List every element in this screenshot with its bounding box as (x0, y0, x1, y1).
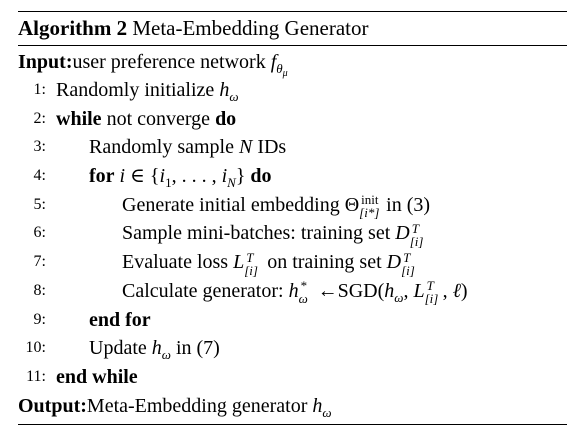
line-text: Evaluate loss (122, 251, 229, 274)
line-text: in (7) (175, 337, 220, 360)
line-text: IDs (257, 136, 287, 159)
bottom-rule (18, 423, 567, 425)
math-h: h (151, 337, 162, 360)
line-number: 6: (33, 224, 46, 242)
line-text: Randomly initialize (56, 79, 215, 101)
math-D-scripts: T[i] (409, 220, 424, 249)
math-i: i (119, 165, 126, 188)
line-number: 9: (33, 310, 46, 328)
keyword-while: while (56, 107, 102, 130)
math-h: h (219, 79, 230, 101)
input-symbol: f (270, 51, 277, 73)
line-number: 11: (26, 367, 46, 385)
input-symbol-subscript: θμ (276, 61, 288, 79)
algorithm-line-9: 9: end for (18, 306, 567, 335)
input-line: Input:user preference network fθμ (18, 48, 567, 79)
algorithm-label: Algorithm 2 (18, 16, 128, 40)
output-text: Meta-Embedding generator (86, 394, 308, 417)
line-content: for i ∈ {i1, . . . , iN} do (89, 165, 272, 191)
keyword-end-for: end for (89, 308, 151, 331)
math-N: N (238, 136, 253, 159)
line-text: Update (89, 337, 147, 360)
math-L-scripts: T[i] (244, 249, 258, 278)
line-number: 8: (33, 281, 46, 299)
input-label: Input: (18, 51, 73, 73)
line-text: Calculate generator: (122, 279, 284, 302)
line-number: 7: (33, 253, 46, 271)
math-h: h (288, 279, 299, 302)
line-number: 10: (25, 339, 46, 357)
algorithm-line-11: 11: end while (18, 363, 567, 392)
line-text: in (3) (386, 193, 431, 216)
line-text: not converge (106, 107, 211, 130)
math-D-scripts: T[i] (401, 249, 415, 278)
line-text: Randomly sample (89, 136, 234, 159)
top-rule (18, 11, 567, 12)
output-label: Output: (18, 394, 87, 417)
keyword-end-while: end while (56, 365, 138, 388)
algorithm-line-3: 3: Randomly sample N IDs (18, 133, 567, 162)
math-subscript: ω (229, 89, 239, 104)
math-D: D (386, 251, 402, 274)
line-number: 3: (33, 138, 46, 156)
math-h: h (312, 394, 323, 417)
caption-rule (18, 45, 567, 46)
line-content: while not converge do (56, 105, 236, 134)
math-h-scripts: *ω (298, 278, 308, 307)
math-D: D (395, 222, 410, 245)
math-theta: Θ (344, 193, 360, 216)
math-L: L (233, 251, 245, 274)
algorithm-line-1: 1: Randomly initialize hω (18, 76, 567, 105)
algorithm-title: Meta-Embedding Generator (132, 16, 369, 40)
keyword-do: do (250, 165, 272, 188)
math-subscript: ω (322, 404, 332, 420)
math-theta-scripts: init[i*] (359, 192, 380, 221)
line-content: Randomly initialize hω (56, 76, 239, 105)
line-number: 2: (33, 109, 46, 127)
keyword-do: do (215, 107, 237, 130)
algorithm-line-4: 4: for i ∈ {i1, . . . , iN} do (18, 162, 567, 191)
line-number: 5: (33, 195, 46, 213)
algorithm-line-2: 2: while not converge do (18, 105, 567, 134)
line-number: 1: (33, 81, 46, 98)
output-line: Output:Meta-Embedding generator hω (18, 392, 567, 420)
line-text: Generate initial embedding (122, 193, 340, 216)
algorithm-line-10: 10: Update hω in (7) (18, 334, 567, 363)
algorithm-block: Algorithm 2 Meta-Embedding Generator Inp… (18, 11, 567, 425)
line-content: Randomly sample N IDs (89, 133, 286, 162)
input-text: user preference network (72, 51, 266, 73)
line-content: Update hω in (7) (89, 337, 220, 363)
keyword-for: for (89, 165, 115, 188)
line-number: 4: (33, 167, 46, 185)
line-text: on training set (267, 251, 382, 274)
algorithm-caption: Algorithm 2 Meta-Embedding Generator (18, 12, 567, 45)
line-text: Sample mini-batches: training set (122, 222, 391, 245)
